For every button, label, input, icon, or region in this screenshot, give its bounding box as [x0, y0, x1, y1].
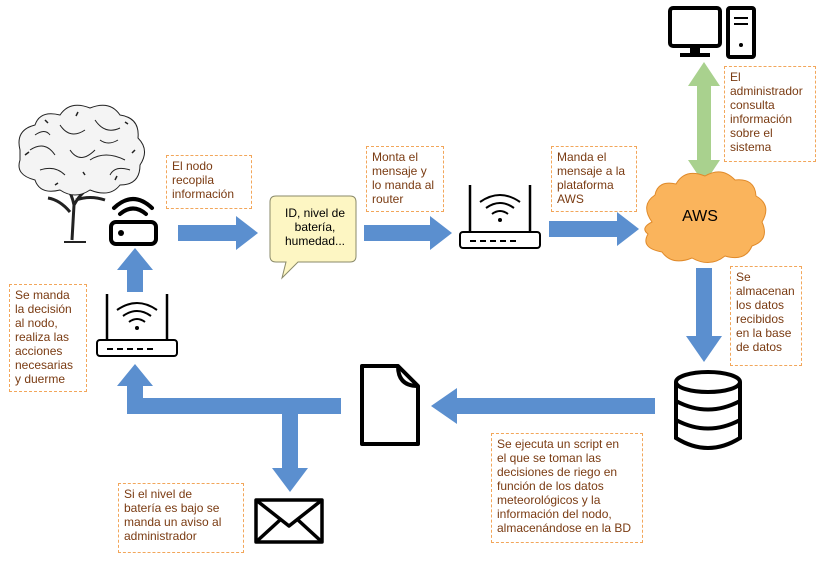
node-device-icon — [109, 197, 158, 246]
note-almacenan: Se almacenan los datos recibidos en la b… — [730, 266, 802, 366]
arrow-bubble-to-router — [364, 216, 452, 250]
note-bateria: Si el nivel de batería es bajo se manda … — [118, 483, 244, 553]
arrow-to-envelope — [272, 414, 308, 492]
arrow-node-to-bubble — [178, 216, 258, 250]
note-nodo-recopila: El nodo recopila información — [166, 155, 252, 209]
bubble-text: ID, nivel de batería, humedad... — [284, 206, 346, 248]
envelope-icon — [254, 498, 324, 544]
arrow-document-to-router-left — [117, 364, 341, 414]
arrow-aws-to-database — [686, 268, 722, 362]
document-icon — [360, 364, 420, 446]
database-icon — [674, 370, 742, 450]
tree-icon — [18, 104, 145, 243]
arrow-router-to-node — [117, 248, 153, 292]
cloud-icon — [644, 171, 767, 263]
note-manda-plataforma: Manda el mensaje a la plataforma AWS — [551, 146, 637, 212]
arrow-router-to-aws — [549, 212, 639, 246]
note-monta-mensaje: Monta el mensaje y lo manda al router — [366, 146, 444, 212]
aws-label: AWS — [682, 208, 718, 225]
router-icon-left — [96, 294, 178, 357]
note-admin-consulta: El administrador consulta información so… — [724, 66, 816, 162]
note-script: Se ejecuta un script en el que se toman … — [491, 433, 643, 543]
note-decision: Se manda la decisión al nodo, realiza la… — [9, 284, 87, 392]
arrow-database-to-document — [431, 388, 655, 424]
chat-bubble-icon — [269, 195, 357, 280]
arrow-aws-admin-bidirectional — [688, 62, 720, 184]
desktop-computer-icon — [668, 6, 756, 59]
router-icon-top — [459, 185, 541, 249]
